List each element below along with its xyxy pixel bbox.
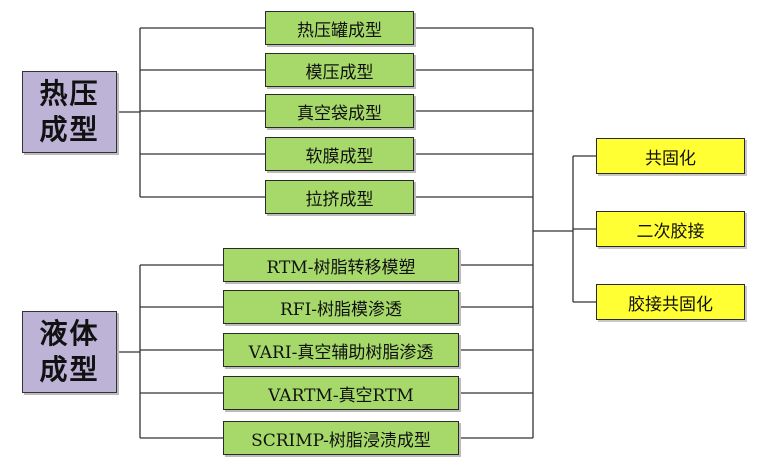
process-soft-film: 软膜成型	[265, 137, 414, 171]
category-hot-press-line2: 成型	[39, 113, 100, 146]
category-liquid: 液体 成型	[22, 311, 117, 393]
category-hot-press: 热压 成型	[22, 71, 117, 153]
process-rfi: RFI-树脂模渗透	[223, 290, 459, 324]
process-vacuum-bag: 真空袋成型	[265, 94, 414, 128]
output-bracket	[572, 155, 596, 303]
category-liquid-line1: 液体	[39, 316, 100, 350]
process-compression: 模压成型	[265, 53, 414, 87]
hot-press-right-bracket	[414, 27, 533, 198]
category-liquid-line2: 成型	[39, 353, 100, 386]
process-vari: VARI-真空辅助树脂渗透	[223, 333, 459, 367]
process-vartm: VARTM-真空RTM	[223, 376, 459, 410]
hot-press-left-bracket	[117, 27, 265, 198]
output-secondary-bonding: 二次胶接	[596, 211, 745, 247]
category-hot-press-line1: 热压	[39, 76, 100, 110]
process-autoclave: 热压罐成型	[265, 11, 414, 45]
output-co-cure: 共固化	[596, 138, 745, 174]
process-pultrusion: 拉挤成型	[265, 180, 414, 214]
main-trunk	[532, 28, 573, 438]
process-scrimp: SCRIMP-树脂浸渍成型	[223, 421, 459, 455]
output-co-bonding: 胶接共固化	[596, 284, 745, 320]
process-rtm: RTM-树脂转移模塑	[223, 248, 459, 282]
liquid-right-bracket	[459, 264, 533, 439]
liquid-left-bracket	[117, 264, 223, 439]
